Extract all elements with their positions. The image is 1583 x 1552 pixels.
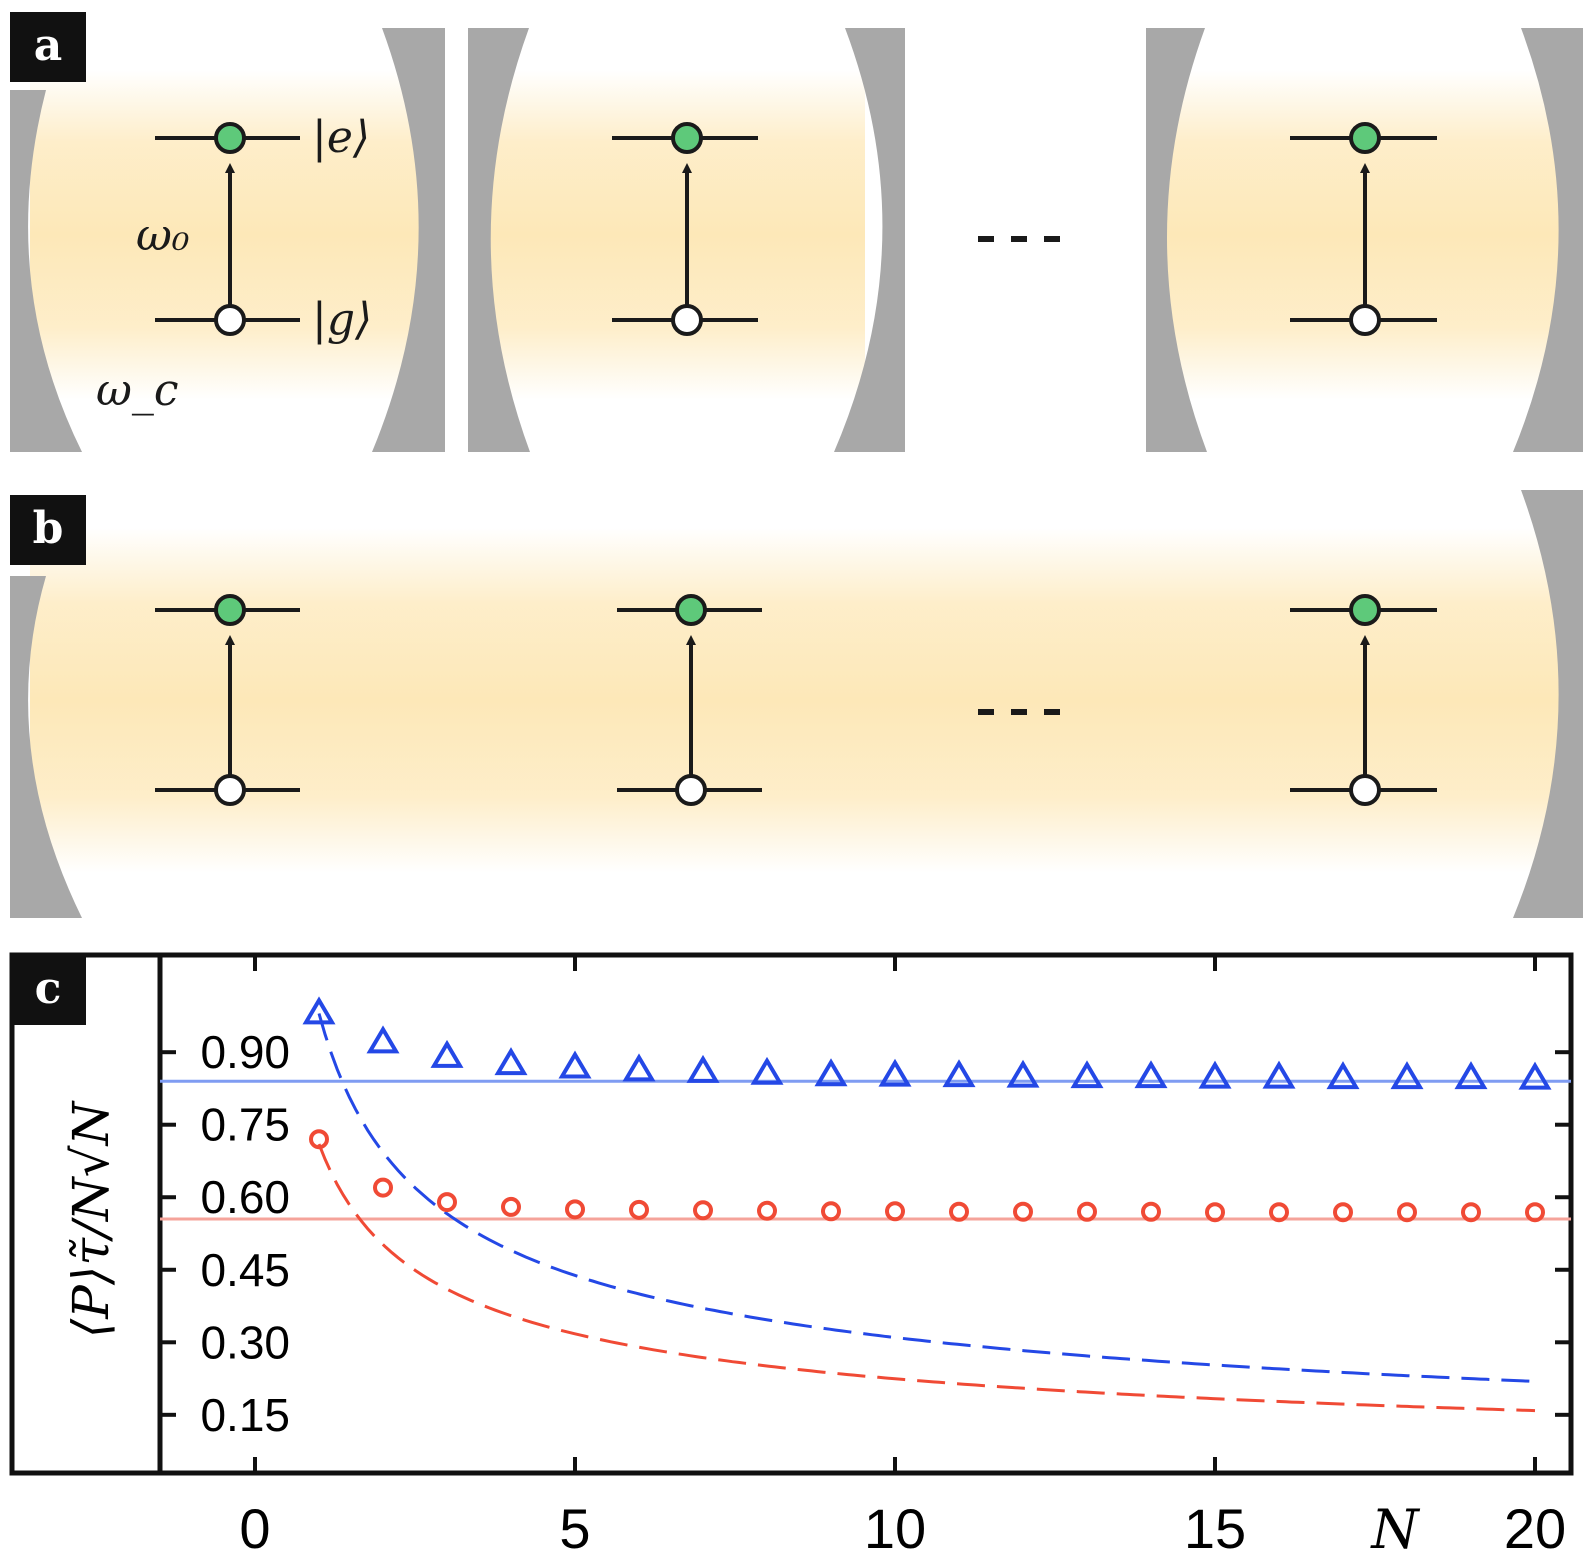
mirror-right-b	[1513, 490, 1583, 918]
mirror-left-1	[10, 90, 82, 452]
panel-label-b-box	[10, 495, 86, 565]
dashed-curve-blue	[317, 1013, 1536, 1383]
x-tick-label: 5	[559, 1497, 590, 1552]
panel-a: |e⟩ |g⟩ ω₀ ω_c a	[10, 12, 1583, 452]
circle-marker	[1525, 1202, 1545, 1223]
x-tick-label: 10	[864, 1497, 926, 1552]
circle-marker	[309, 1129, 329, 1150]
mirror-left-b	[10, 576, 82, 918]
triangle-marker	[302, 996, 336, 1025]
excited-state-label: |e⟩	[312, 112, 370, 163]
circle-marker	[821, 1201, 841, 1222]
y-tick-label: 0.30	[200, 1316, 290, 1368]
mirror-right-2	[834, 28, 905, 452]
y-tick-label: 0.15	[200, 1389, 290, 1441]
x-axis-title: N	[1369, 1498, 1420, 1552]
mirror-right-3	[1513, 28, 1583, 452]
circle-marker	[1141, 1201, 1161, 1222]
cavity-field-2	[485, 70, 865, 400]
circle-marker	[1077, 1201, 1097, 1222]
triangle-marker	[622, 1053, 656, 1082]
mirror-left-2	[468, 28, 530, 452]
x-tick-label: 20	[1504, 1497, 1566, 1552]
circle-marker	[1269, 1202, 1289, 1223]
triangle-marker	[1198, 1060, 1232, 1089]
panel-c: 0.15 0.30 0.45 0.60 0.75 0.90 0 5 10 15 20 ⟨P⟩τ̃/N…	[9, 952, 1574, 1552]
circle-marker	[949, 1201, 969, 1222]
triangle-marker	[1518, 1061, 1552, 1090]
ellipsis-a	[978, 236, 1060, 242]
dashed-curve-red	[317, 1143, 1536, 1413]
y-axis-title: ⟨P⟩τ̃/N√N	[62, 1099, 120, 1338]
triangle-marker	[1134, 1060, 1168, 1089]
ground-state-dot	[214, 304, 246, 336]
plot-area	[157, 952, 1574, 1476]
circle-marker	[373, 1177, 393, 1198]
triangle-marker	[686, 1054, 720, 1083]
panel-label-b: b	[33, 503, 64, 554]
triangle-marker	[430, 1039, 464, 1068]
triangle-marker	[1390, 1061, 1424, 1090]
y-tick-label: 0.90	[200, 1026, 290, 1078]
two-level-atom-b2	[617, 594, 762, 806]
triangle-marker	[942, 1059, 976, 1088]
circle-marker	[565, 1199, 585, 1220]
panel-label-c: c	[35, 963, 62, 1014]
ground-state-label: |g⟩	[312, 294, 372, 345]
x-tick-label: 0	[239, 1497, 270, 1552]
two-level-atom-1	[155, 122, 300, 336]
triangle-marker	[1326, 1061, 1360, 1090]
circle-marker	[693, 1200, 713, 1221]
mirror-right-1	[372, 28, 445, 452]
circle-marker	[1205, 1202, 1225, 1223]
excited-state-dot	[214, 122, 246, 154]
y-tick-label: 0.60	[200, 1171, 290, 1223]
cavity-field-b	[30, 528, 1560, 873]
two-level-atom-2	[612, 122, 758, 336]
mirror-left-3	[1146, 28, 1207, 452]
circle-marker	[437, 1192, 457, 1213]
circle-marker	[1013, 1201, 1033, 1222]
two-level-atom-b1	[155, 594, 300, 806]
circle-marker	[757, 1200, 777, 1221]
two-level-atom-3	[1290, 122, 1437, 336]
circle-marker	[629, 1199, 649, 1220]
circle-marker	[1333, 1202, 1353, 1223]
chart-layer: 0.15 0.30 0.45 0.60 0.75 0.90 0 5 10 15 20	[160, 955, 1571, 1552]
triangle-marker	[878, 1058, 912, 1087]
panel-b: b	[10, 490, 1583, 918]
cavity-field-3	[1155, 70, 1560, 400]
cavity-frequency-label: ω_c	[96, 365, 179, 416]
transition-frequency-label: ω₀	[136, 210, 190, 261]
x-tick-label: 15	[1184, 1497, 1246, 1552]
circle-marker	[501, 1196, 521, 1217]
panel-label-a: a	[34, 20, 63, 71]
panel-label-a-box	[10, 12, 86, 82]
two-level-atom-b3	[1290, 594, 1437, 806]
triangle-marker	[494, 1047, 528, 1076]
ellipsis-b	[978, 709, 1060, 715]
panel-label-c-box	[10, 955, 86, 1025]
y-tick-label: 0.75	[200, 1099, 290, 1151]
triangle-marker	[366, 1025, 400, 1054]
triangle-marker	[558, 1050, 592, 1079]
circle-marker	[1461, 1202, 1481, 1223]
triangle-marker	[814, 1058, 848, 1087]
circle-marker	[1397, 1202, 1417, 1223]
triangle-marker	[750, 1056, 784, 1085]
y-tick-label: 0.45	[200, 1244, 290, 1296]
triangle-marker	[1070, 1060, 1104, 1089]
triangle-marker	[1006, 1059, 1040, 1088]
triangle-marker	[1262, 1060, 1296, 1089]
triangle-marker	[1454, 1061, 1488, 1090]
circle-marker	[885, 1201, 905, 1222]
